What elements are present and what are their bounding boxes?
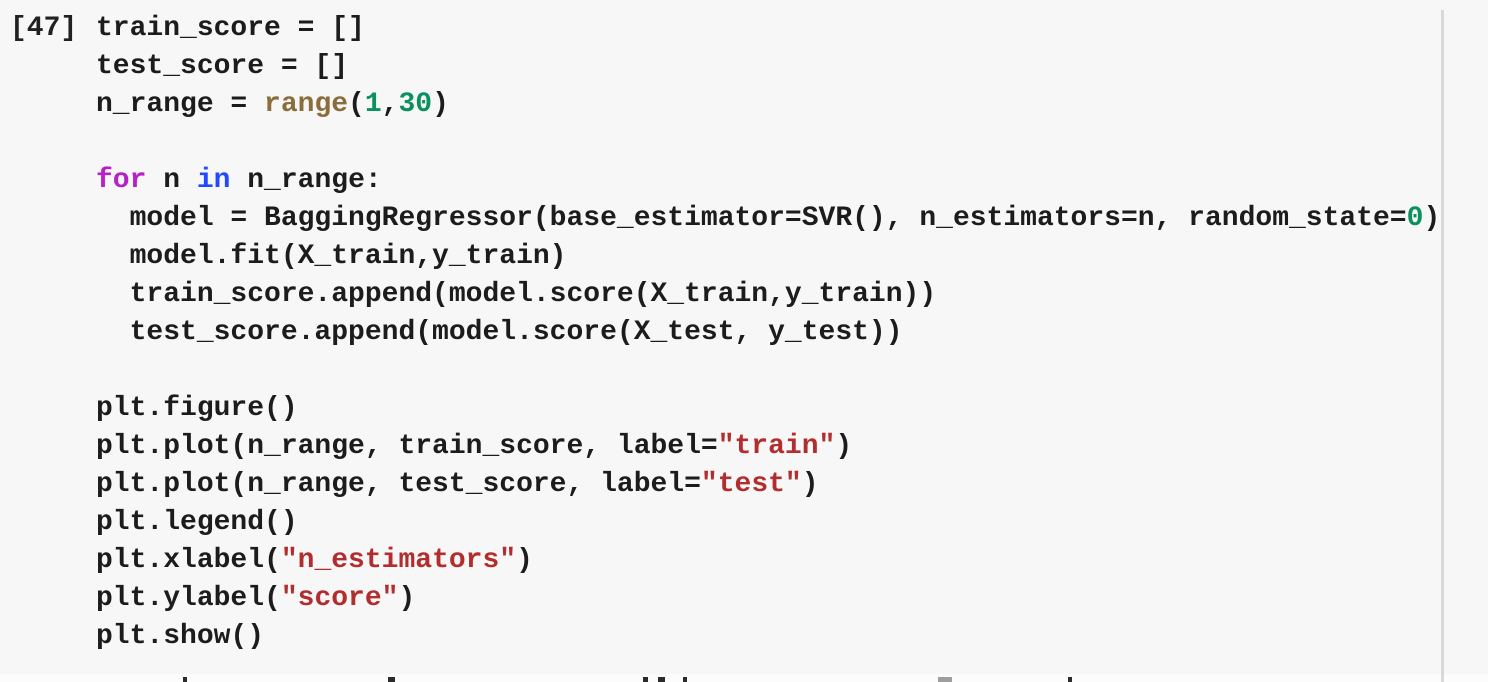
code-token-n: 1 [364,89,382,120]
code-token-k2: in [196,165,231,196]
clipped-glyph-fragment [388,677,395,682]
code-token-k1: for [96,165,147,196]
code-token-p: ( [348,89,365,120]
code-token-p: plt.show() [96,621,265,652]
code-token-p: n [146,165,197,196]
code-token-p: plt.legend() [96,507,298,538]
code-token-b: range [264,89,349,120]
code-token-p: plt.plot(n_range, test_score, label= [96,469,701,500]
code-token-p: plt.figure() [96,393,298,424]
code-token-s: "n_estimators" [280,545,517,576]
code-token-p: ) [835,431,853,462]
code-line: train_score.append(model.score(X_train,y… [96,276,1440,314]
code-line: model = BaggingRegressor(base_estimator=… [96,200,1441,238]
code-token-p: train_score.append(model.score(X_train,y… [96,279,937,310]
code-token-p: n_range = [96,89,265,120]
code-line: test_score = [] [96,48,1440,86]
code-line: plt.ylabel("score") [96,580,1440,618]
code-line: plt.plot(n_range, test_score, label="tes… [96,466,1440,504]
code-line: plt.show() [96,618,1440,656]
code-token-s: "train" [717,431,836,462]
code-line: train_score = [] [96,10,1440,48]
code-token-p: ) [398,583,416,614]
code-token-p: ) [516,545,533,576]
code-token-p: plt.xlabel( [96,545,281,576]
code-line [96,352,1440,390]
code-token-s: "score" [280,583,399,614]
code-token-p: ) [1423,203,1441,234]
code-token-p: test_score = [] [96,51,349,82]
code-line [96,124,1440,162]
code-token-p: train_score = [] [96,13,365,44]
code-token-p: model.fit(X_train,y_train) [96,241,567,272]
next-cell-clipped-region [0,674,1488,682]
code-token-p: ) [801,469,819,500]
code-token-n: 30 [398,89,433,120]
code-token-p: , [381,89,399,120]
code-line: n_range = range(1,30) [96,86,1440,124]
code-token-p: plt.plot(n_range, train_score, label= [96,431,718,462]
code-line: plt.figure() [96,390,1440,428]
clipped-glyph-fragment [643,677,648,682]
clipped-glyph-fragment [658,677,665,682]
cell-right-divider [1441,10,1444,682]
code-line: for n in n_range: [96,162,1440,200]
code-line: test_score.append(model.score(X_test, y_… [96,314,1440,352]
code-token-n: 0 [1406,203,1424,234]
clipped-glyph-fragment [1068,677,1072,682]
code-token-s: "test" [700,469,802,500]
code-token-p: test_score.append(model.score(X_test, y_… [96,317,903,348]
code-token-p: plt.ylabel( [96,583,281,614]
code-line: plt.legend() [96,504,1440,542]
code-token-p: model = BaggingRegressor(base_estimator=… [96,203,1407,234]
code-line: plt.xlabel("n_estimators") [96,542,1440,580]
execution-count[interactable]: [47] [10,13,78,44]
clipped-glyph-fragment [938,677,952,682]
code-token-p: ) [432,89,449,120]
code-line: model.fit(X_train,y_train) [96,238,1440,276]
clipped-glyph-fragment [683,677,687,682]
code-token-p: n_range: [230,165,382,196]
code-line: plt.plot(n_range, train_score, label="tr… [96,428,1440,466]
clipped-glyph-fragment [183,677,187,682]
code-editor[interactable]: train_score = [] test_score = [] n_range =… [96,10,1440,656]
